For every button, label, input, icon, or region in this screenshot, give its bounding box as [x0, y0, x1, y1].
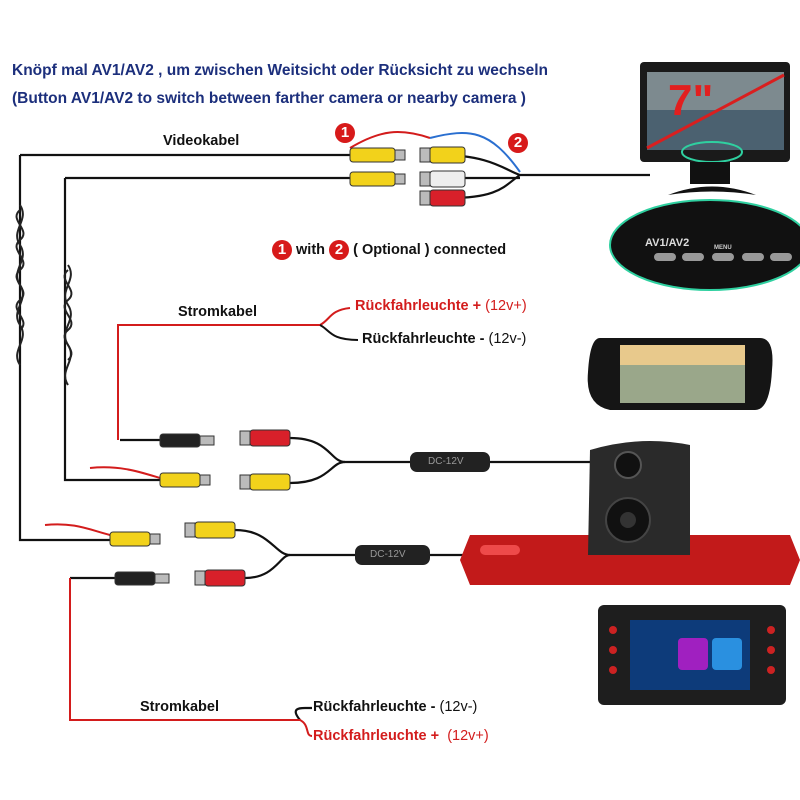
rca-connectors [109, 146, 466, 587]
top-plus-label: Rückfahrleuchte + (12v+) [355, 298, 527, 314]
button-zoom-inset [609, 199, 800, 291]
top-plus-text: Rückfahrleuchte + [355, 298, 482, 314]
stromkabel-bottom-label: Stromkabel [140, 699, 219, 715]
bottom-plus-label: Rückfahrleuchte + (12v+) [313, 728, 489, 744]
badge-2: 2 [508, 133, 528, 153]
badge-2-inline: 2 [329, 240, 350, 260]
bottom-plus-text: Rückfahrleuchte + [313, 728, 440, 744]
top-plus-voltage: (12v+) [485, 298, 527, 314]
seven-inch-monitor [640, 62, 790, 195]
videokabel-label: Videokabel [163, 133, 240, 149]
bottom-minus-text: Rückfahrleuchte - [313, 699, 436, 715]
top-minus-voltage: (12v-) [488, 331, 527, 347]
instruction-german: Knöpf mal AV1/AV2 , um zwischen Weitsich… [12, 62, 549, 79]
bottom-minus-voltage: (12v-) [439, 699, 478, 715]
dc-box-upper [410, 452, 490, 472]
stromkabel-top-label: Stromkabel [178, 304, 257, 320]
dc-label-upper: DC-12V [428, 456, 464, 467]
brake-light-camera [460, 441, 800, 585]
av-button-label: AV1/AV2 [645, 237, 690, 249]
cable-coils [15, 204, 73, 386]
menu-button-label: MENU [714, 245, 732, 251]
bottom-minus-label: Rückfahrleuchte - (12v-) [313, 699, 477, 715]
mirror-monitor [587, 338, 773, 410]
dc-label-lower: DC-12V [370, 549, 406, 560]
with-text: with [296, 241, 326, 258]
head-unit [598, 605, 786, 705]
optional-text: ( Optional ) connected [353, 241, 507, 258]
top-minus-label: Rückfahrleuchte - (12v-) [362, 331, 526, 347]
top-minus-text: Rückfahrleuchte - [362, 331, 485, 347]
thin-wires [44, 131, 521, 737]
instruction-english: (Button AV1/AV2 to switch between farthe… [12, 90, 526, 107]
badge-1-inline: 1 [272, 240, 292, 260]
monitor-size-label: 7" [668, 76, 714, 125]
badge-1: 1 [335, 123, 355, 143]
optional-connection-note: 1 with 2 ( Optional ) connected [272, 240, 506, 260]
dc-box-lower [355, 545, 430, 565]
bottom-plus-voltage: (12v+) [447, 728, 489, 744]
